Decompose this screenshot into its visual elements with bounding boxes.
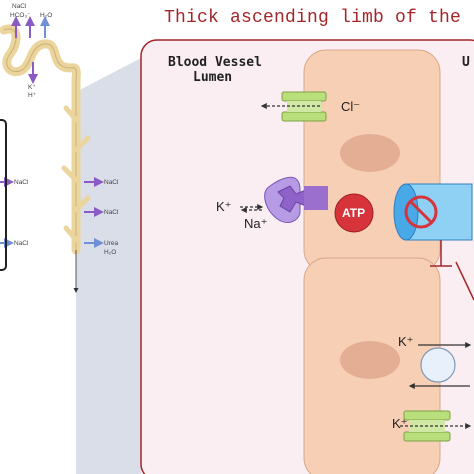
blood-vessel-label: Blood Vessel	[168, 55, 262, 70]
collecting-duct	[0, 119, 7, 271]
k-transporter	[420, 347, 456, 383]
na-ion-label-pump: Na⁺	[244, 216, 268, 231]
k-ion-label-channel: K⁺	[392, 416, 408, 431]
nephron-label-h2o-bottom: H₂O	[104, 249, 117, 256]
lower-nucleus	[340, 341, 400, 379]
atp-label: ATP	[342, 206, 366, 220]
k-ion-label-transporter: K⁺	[398, 334, 414, 349]
cl-channel	[260, 91, 327, 122]
zoom-wedge	[76, 58, 141, 474]
atp-circle	[334, 193, 374, 233]
nephron-label-h2o-top: H₂O	[40, 12, 53, 19]
nephron-label-nacl-left-1: NaCl	[14, 179, 29, 186]
blocked-nkcc-channel	[393, 183, 474, 301]
k-ion-label-pump: K⁺	[216, 199, 232, 214]
cl-ion-label: Cl⁻	[341, 99, 361, 114]
nephron-label-nacl-right-2: NaCl	[104, 209, 119, 216]
nephron-label-urea: Urea	[104, 240, 119, 247]
na-k-atpase-pump	[240, 176, 328, 224]
upper-nucleus	[340, 134, 400, 172]
page-title: Thick ascending limb of the Lo	[164, 8, 474, 28]
nephron-label-k: K⁺	[28, 84, 36, 91]
nephron-label-h: H⁺	[28, 92, 37, 99]
nephron-label-nacl-top: NaCl	[12, 3, 27, 10]
lumen-label: Lumen	[193, 70, 233, 85]
nephron-label-nacl-right-1: NaCl	[104, 179, 119, 186]
nephron-label-nacl-left-2: NaCl	[14, 240, 29, 247]
nephron-label-hco3: HCO₃⁻	[10, 12, 31, 19]
nephron-tubule	[0, 24, 91, 293]
urine-lumen-label: U	[462, 55, 470, 70]
k-channel-bottom	[400, 410, 472, 442]
